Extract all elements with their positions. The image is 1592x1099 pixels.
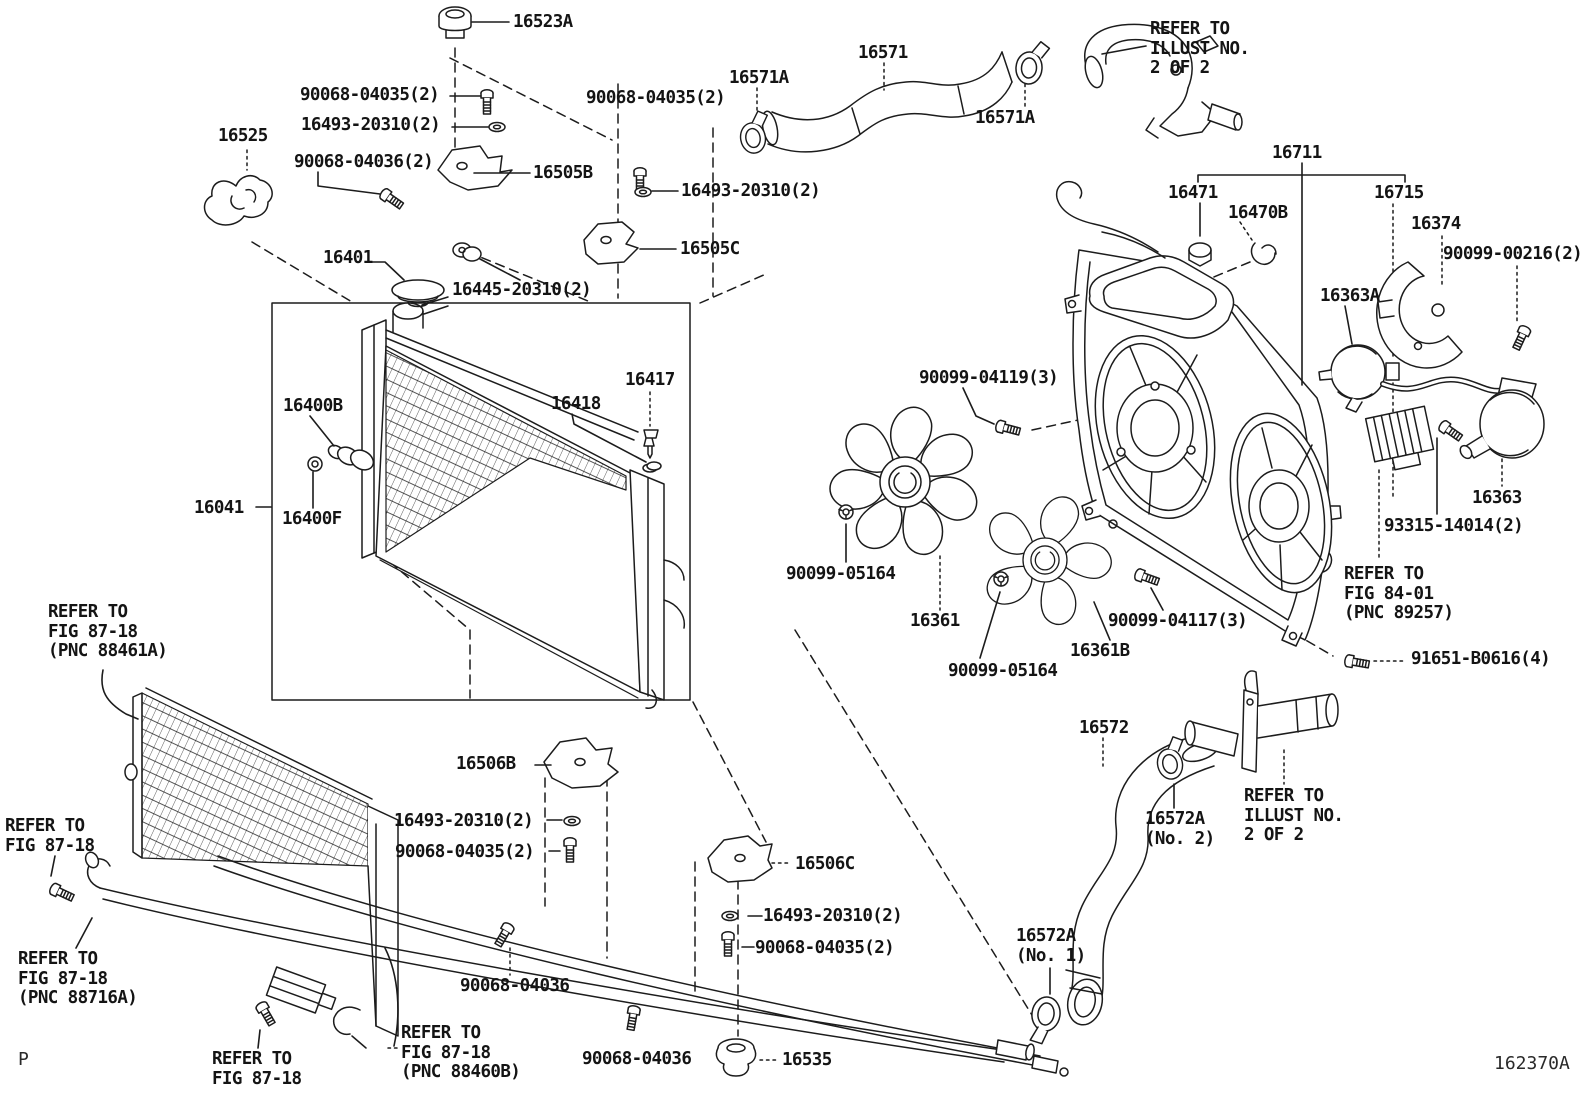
bracket-16505C-drawing <box>583 221 639 265</box>
label-16361b: 16361B <box>1070 641 1130 661</box>
drawing-number: 162370A <box>1494 1053 1570 1074</box>
label-16493-20310-b: 16493-20310(2) <box>681 181 821 201</box>
label-90099-05164-a: 90099-05164 <box>786 564 896 584</box>
ref-note-fig87-88716a: REFER TO FIG 87-18 (PNC 88716A) <box>18 949 138 1009</box>
label-90068-04036-c: 90068-04036 <box>582 1049 692 1069</box>
label-16417: 16417 <box>625 370 675 390</box>
label-16493-20310-a: 16493-20310(2) <box>301 115 441 135</box>
clip-16715-drawing <box>1385 362 1400 381</box>
ref-note-fig87-bottom: REFER TO FIG 87-18 <box>212 1049 302 1089</box>
motor-16363A-drawing <box>1318 344 1537 413</box>
fan-shroud-drawing <box>1055 180 1342 647</box>
controller-93315-drawing <box>1364 405 1435 471</box>
motor-plate-16374-drawing <box>1376 261 1463 369</box>
clip-16445-drawing <box>452 242 482 262</box>
label-16572a-no2: 16572A (No. 2) <box>1145 809 1215 849</box>
radiator-assembly-box <box>271 302 691 701</box>
label-90068-04035-a: 90068-04035(2) <box>300 85 440 105</box>
label-93315-14014: 93315-14014(2) <box>1384 516 1524 536</box>
label-90068-04035-b: 90068-04035(2) <box>586 88 726 108</box>
grommet-16523A-drawing <box>438 6 472 39</box>
label-16571a-1: 16571A <box>729 68 789 88</box>
label-16506b: 16506B <box>456 754 516 774</box>
label-16715: 16715 <box>1374 183 1424 203</box>
label-16374: 16374 <box>1411 214 1461 234</box>
label-90099-05164-b: 90099-05164 <box>948 661 1058 681</box>
bracket-16506B-drawing <box>543 737 619 789</box>
label-16361: 16361 <box>910 611 960 631</box>
label-16523a: 16523A <box>513 12 573 32</box>
label-16493-20310-d: 16493-20310(2) <box>763 906 903 926</box>
label-16535: 16535 <box>782 1050 832 1070</box>
clip-16470B-drawing <box>1250 242 1277 265</box>
label-16363a: 16363A <box>1320 286 1380 306</box>
motor-16363-drawing <box>1459 389 1545 460</box>
label-16506c: 16506C <box>795 854 855 874</box>
ref-note-fig87-88460b: REFER TO FIG 87-18 (PNC 88460B) <box>401 1023 521 1083</box>
label-90099-00216: 90099-00216(2) <box>1443 244 1583 264</box>
oring-16418-drawing <box>646 461 662 471</box>
label-16572a-no1: 16572A (No. 1) <box>1016 926 1086 966</box>
bracket-16506C-drawing <box>707 835 773 883</box>
fan-16361-drawing <box>827 403 984 561</box>
ref-note-fig84-01: REFER TO FIG 84-01 (PNC 89257) <box>1344 564 1454 624</box>
radiator-drawing <box>361 296 686 709</box>
label-90099-04119: 90099-04119(3) <box>919 368 1059 388</box>
label-16363: 16363 <box>1472 488 1522 508</box>
dotted-leader-lines <box>246 62 1518 1061</box>
ref-note-fig87-left: REFER TO FIG 87-18 <box>5 816 95 856</box>
lower-hose-16572-drawing <box>1029 734 1219 1045</box>
outlet-pipe-drawing <box>1184 670 1339 773</box>
label-16571a-2: 16571A <box>975 108 1035 128</box>
ref-note-illust-top: REFER TO ILLUST NO. 2 OF 2 <box>1150 19 1250 79</box>
label-16505c: 16505C <box>680 239 740 259</box>
water-inlet-drawing <box>1084 23 1243 139</box>
label-16493-20310-c: 16493-20310(2) <box>394 811 534 831</box>
label-90068-04035-c: 90068-04035(2) <box>395 842 535 862</box>
ref-note-illust-bot: REFER TO ILLUST NO. 2 OF 2 <box>1244 786 1344 846</box>
ref-note-fig87-88461a: REFER TO FIG 87-18 (PNC 88461A) <box>48 602 168 662</box>
oring-16400F-hole <box>311 460 319 468</box>
cap-16401-drawing <box>391 279 445 308</box>
oring-16400F-drawing <box>307 456 323 472</box>
sensor-16417-drawing <box>643 429 659 459</box>
label-16471: 16471 <box>1168 183 1218 203</box>
label-16418: 16418 <box>551 394 601 414</box>
label-91651-b0616: 91651-B0616(4) <box>1411 649 1551 669</box>
label-16572: 16572 <box>1079 718 1129 738</box>
cushion-16535-drawing <box>715 1038 757 1077</box>
label-16505b: 16505B <box>533 163 593 183</box>
upper-hose-16571-drawing <box>735 39 1051 156</box>
clamp-16525-drawing <box>203 175 273 226</box>
label-16525: 16525 <box>218 126 268 146</box>
fitting-16400B-drawing <box>327 444 375 471</box>
label-90099-04117: 90099-04117(3) <box>1108 611 1248 631</box>
label-90068-04036-b: 90068-04036 <box>460 976 570 996</box>
label-16401: 16401 <box>323 248 373 268</box>
label-90068-04035-d: 90068-04035(2) <box>755 938 895 958</box>
label-16445-20310: 16445-20310(2) <box>452 280 592 300</box>
leader-lines <box>50 21 1438 1049</box>
label-16041: 16041 <box>194 498 244 518</box>
label-16571: 16571 <box>858 43 908 63</box>
label-16711: 16711 <box>1272 143 1322 163</box>
label-16400b: 16400B <box>283 396 343 416</box>
label-16400f: 16400F <box>282 509 342 529</box>
fan-16361B-drawing <box>980 490 1113 629</box>
label-16470b: 16470B <box>1228 203 1288 223</box>
condenser-drawing <box>84 687 1069 1077</box>
page-code: P <box>18 1049 29 1070</box>
label-90068-04036-a: 90068-04036(2) <box>294 152 434 172</box>
bracket-16505B-drawing <box>437 145 513 191</box>
